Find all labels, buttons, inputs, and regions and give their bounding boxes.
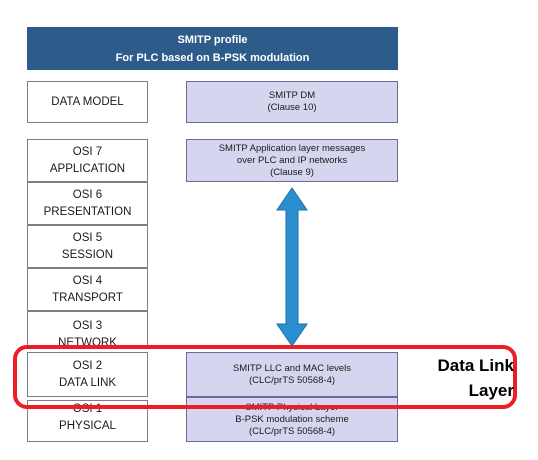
smitp-llc-mac-box: SMITP LLC and MAC levels (CLC/prTS 50568… xyxy=(186,352,398,397)
layer-number: OSI 2 xyxy=(72,359,103,372)
layer-name: APPLICATION xyxy=(49,162,126,175)
layer-number: OSI 7 xyxy=(72,145,103,158)
layer-osi4-transport: OSI 4 TRANSPORT xyxy=(27,268,148,311)
profile-title: SMITP profile xyxy=(177,33,248,46)
box-line: over PLC and IP networks xyxy=(236,154,348,166)
layer-name: NETWORK xyxy=(58,337,117,348)
profile-subtitle: For PLC based on B-PSK modulation xyxy=(115,51,310,64)
box-line: (Clause 10) xyxy=(267,102,317,113)
layer-data-model: DATA MODEL xyxy=(27,81,148,123)
smitp-dm-box: SMITP DM (Clause 10) xyxy=(186,81,398,123)
layer-number: OSI 4 xyxy=(72,274,103,287)
layer-name: PRESENTATION xyxy=(43,205,132,218)
layer-label: DATA MODEL xyxy=(51,95,124,108)
layer-osi6-presentation: OSI 6 PRESENTATION xyxy=(27,182,148,225)
layer-number: OSI 3 xyxy=(72,320,103,332)
double-headed-arrow-icon xyxy=(276,187,308,347)
layer-number: OSI 6 xyxy=(72,188,103,201)
layer-number: OSI 5 xyxy=(72,231,103,244)
layer-osi3-network: OSI 3 NETWORK xyxy=(27,311,148,348)
layer-name: TRANSPORT xyxy=(52,291,123,304)
data-link-callout-frame xyxy=(13,345,517,409)
box-line: (CLC/prTS 50568-4) xyxy=(248,426,336,437)
layer-name: PHYSICAL xyxy=(59,420,116,432)
callout-line: Layer xyxy=(468,381,514,400)
profile-header: SMITP profile For PLC based on B-PSK mod… xyxy=(27,27,398,70)
box-line: B-PSK modulation scheme xyxy=(235,414,349,425)
layer-osi2-data-link: OSI 2 DATA LINK xyxy=(27,352,148,397)
box-line: SMITP DM xyxy=(268,90,316,101)
box-line: (CLC/prTS 50568-4) xyxy=(248,374,336,386)
layer-name: DATA LINK xyxy=(58,376,117,389)
callout-line: Data Link xyxy=(437,356,514,375)
box-line: (Clause 9) xyxy=(270,166,314,178)
data-link-callout-label: Data Link Layer xyxy=(394,353,514,403)
box-line: SMITP Application layer messages xyxy=(218,142,366,154)
layer-name: SESSION xyxy=(61,248,114,261)
layer-osi5-session: OSI 5 SESSION xyxy=(27,225,148,268)
smitp-application-box: SMITP Application layer messages over PL… xyxy=(186,139,398,182)
box-line: SMITP LLC and MAC levels xyxy=(232,362,352,374)
layer-osi7-application: OSI 7 APPLICATION xyxy=(27,139,148,182)
